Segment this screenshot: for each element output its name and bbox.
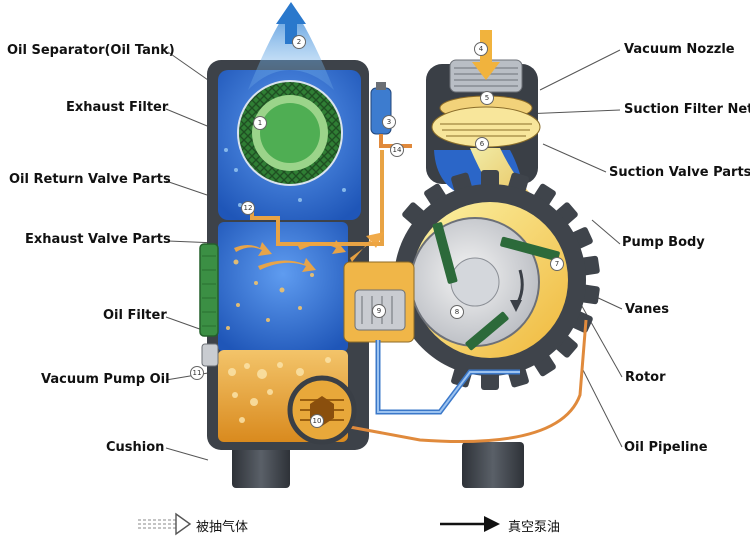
label-suction-filter-net: Suction Filter Net — [624, 102, 750, 117]
callout-5: 5 — [480, 91, 494, 105]
label-suction-valve: Suction Valve Parts — [609, 165, 750, 180]
callout-11: 11 — [190, 366, 204, 380]
callout-9: 9 — [372, 304, 386, 318]
callout-2: 2 — [292, 35, 306, 49]
callout-8: 8 — [450, 305, 464, 319]
label-oil-return-valve: Oil Return Valve Parts — [9, 172, 171, 187]
label-exhaust-valve: Exhaust Valve Parts — [25, 232, 171, 247]
callout-4: 4 — [474, 42, 488, 56]
legend-extracted-gas: 被抽气体 — [196, 520, 249, 535]
label-oil-pipeline: Oil Pipeline — [624, 440, 708, 455]
callout-6: 6 — [475, 137, 489, 151]
label-vanes: Vanes — [625, 302, 669, 317]
label-rotor: Rotor — [625, 370, 666, 385]
label-pump-body: Pump Body — [622, 235, 705, 250]
label-vacuum-pump-oil: Vacuum Pump Oil — [41, 372, 170, 387]
label-oil-separator: Oil Separator(Oil Tank) — [7, 43, 175, 58]
callout-12: 12 — [241, 201, 255, 215]
label-cushion: Cushion — [106, 440, 165, 455]
label-vacuum-nozzle: Vacuum Nozzle — [624, 42, 735, 57]
callout-1: 1 — [253, 116, 267, 130]
label-oil-filter: Oil Filter — [103, 308, 167, 323]
legend-vacuum-oil: 真空泵油 — [508, 520, 561, 535]
label-exhaust-filter: Exhaust Filter — [66, 100, 169, 115]
callout-7: 7 — [550, 257, 564, 271]
callout-14: 14 — [390, 143, 404, 157]
callout-10: 10 — [310, 414, 324, 428]
callout-3: 3 — [382, 115, 396, 129]
